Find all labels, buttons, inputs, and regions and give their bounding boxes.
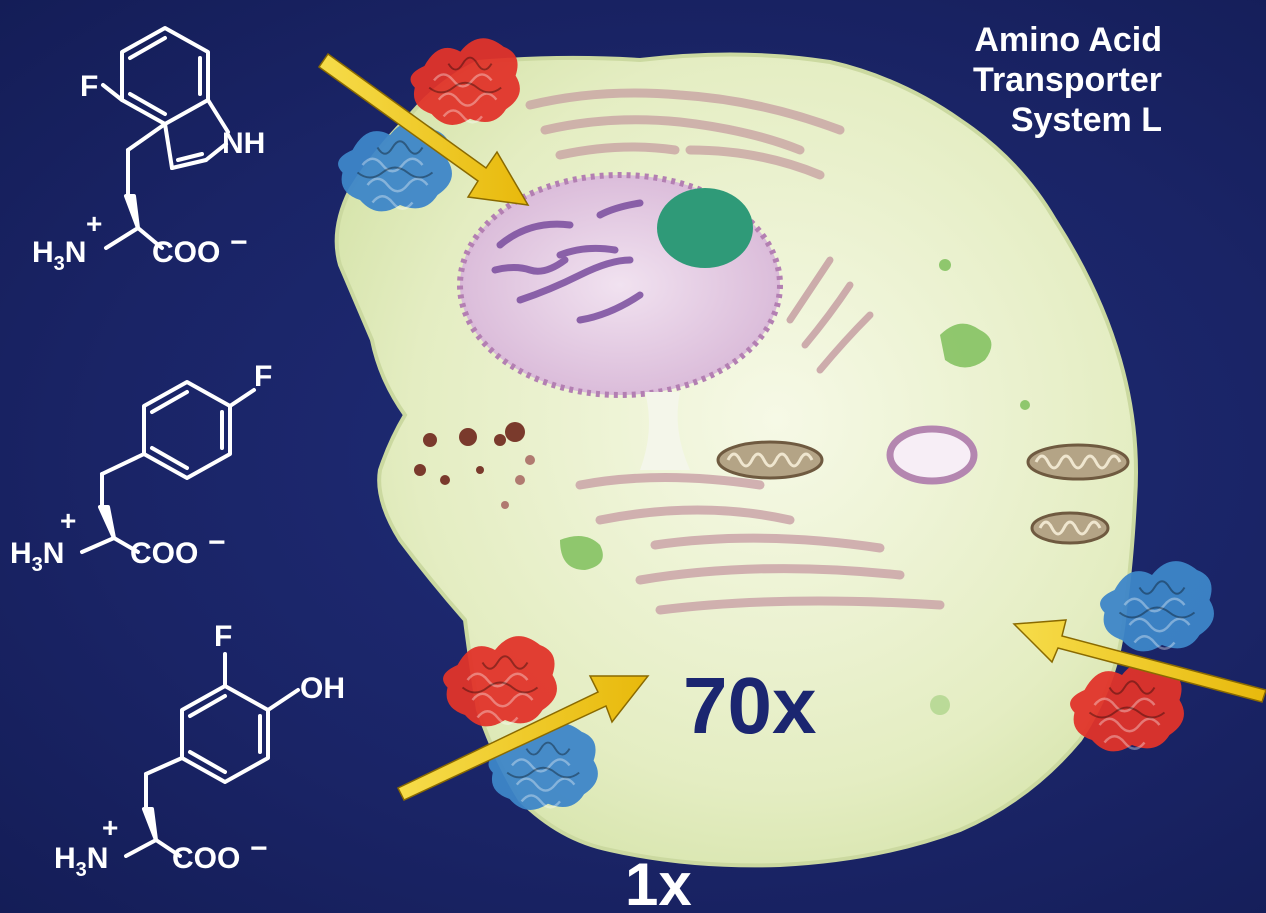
uptake-arrow-icon bbox=[396, 675, 650, 801]
title-line-1: Amino Acid bbox=[974, 21, 1162, 59]
molecule-1-fluoro-label: F bbox=[80, 70, 99, 103]
vacuole bbox=[886, 425, 978, 485]
molecule-2-plus-charge: + bbox=[60, 505, 77, 536]
molecule-3-hydroxyl-label: OH bbox=[300, 672, 345, 705]
nuclear-stalk bbox=[640, 392, 690, 470]
title-line-3: System L bbox=[1010, 101, 1162, 139]
molecule-3-plus-charge: + bbox=[102, 812, 119, 843]
uptake-high-label: 70x bbox=[683, 661, 817, 750]
mitochondrion bbox=[716, 440, 824, 480]
molecule-3-carboxylate-label: COO bbox=[172, 842, 241, 875]
nucleolus bbox=[657, 188, 753, 268]
molecule-fluorotryptophan-structure bbox=[101, 26, 230, 250]
molecule-1-minus-charge: − bbox=[230, 226, 248, 259]
molecule-1-plus-charge: + bbox=[86, 208, 103, 239]
molecule-fluorophenylalanine-structure bbox=[80, 380, 256, 554]
golgi-apparatus bbox=[786, 256, 874, 374]
molecule-1-carboxylate-label: COO bbox=[152, 236, 221, 269]
title-line-2: Transporter bbox=[973, 61, 1162, 99]
mitochondrion bbox=[1026, 443, 1130, 481]
cytoplasm-granules bbox=[560, 259, 1030, 715]
uptake-arrow-icon bbox=[1012, 619, 1266, 703]
molecule-2-minus-charge: − bbox=[208, 526, 226, 559]
endoplasmic-reticulum-bottom bbox=[575, 473, 945, 615]
uptake-low-label: 1x bbox=[625, 851, 692, 913]
molecule-3-minus-charge: − bbox=[250, 832, 268, 865]
molecule-fluorotyrosine-structure bbox=[124, 652, 300, 858]
vesicles bbox=[414, 422, 535, 509]
molecule-3-fluoro-label: F bbox=[214, 620, 233, 653]
molecule-2-carboxylate-label: COO bbox=[130, 537, 199, 570]
molecule-1-ammonium-label: H3N bbox=[32, 236, 87, 275]
molecule-2-fluoro-label: F bbox=[254, 360, 273, 393]
molecule-2-ammonium-label: H3N bbox=[10, 537, 65, 576]
molecule-3-ammonium-label: H3N bbox=[54, 842, 109, 881]
molecule-1-nh-label: NH bbox=[222, 127, 266, 160]
mitochondrion bbox=[1030, 511, 1110, 545]
uptake-arrow-icon bbox=[317, 52, 530, 206]
endoplasmic-reticulum-top bbox=[525, 88, 845, 180]
chromatin bbox=[491, 199, 644, 324]
